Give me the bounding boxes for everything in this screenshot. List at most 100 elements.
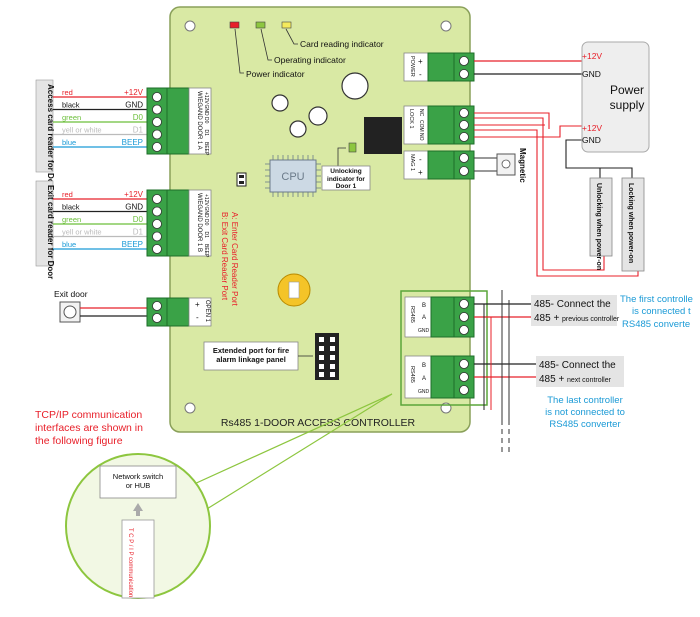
rs485-lower-header	[430, 355, 455, 399]
pin-reader_in-1: GND	[203, 105, 209, 117]
network-switch-box	[99, 465, 177, 499]
wire-color-reader_in-1: black	[62, 101, 80, 110]
wire-signal-reader_out-1: GND	[125, 203, 143, 212]
lock-port-label: LOCK 1	[408, 109, 414, 129]
mag-terminal	[453, 150, 475, 180]
wire-signal-reader_in-0: +12V	[124, 88, 144, 97]
cpu-chip: CPU	[265, 155, 321, 197]
pin-reader_in-2: D0	[203, 117, 209, 124]
screw-reader_in-0	[152, 92, 162, 102]
controller-title: Rs485 1-DOOR ACCESS CONTROLLER	[221, 417, 416, 429]
port-note-a: A: Enter Card Reader Port	[230, 212, 239, 307]
wire-signal-reader_out-0: +12V	[124, 190, 144, 199]
relay	[364, 117, 402, 154]
magnetic-label: Magnetic	[518, 148, 527, 183]
rs485-upper-pin-a: A	[422, 315, 426, 321]
wire-signal-reader_out-4: BEEP	[122, 240, 143, 249]
exit-door-label: Exit door	[54, 289, 88, 299]
unlock-poweron-label: Unlocking when power-on	[595, 183, 602, 270]
lock-pin-com: COM	[418, 120, 424, 132]
psu-title-1: Power	[610, 83, 644, 97]
access-reader-side-label: Access card reader for Door	[46, 84, 55, 192]
rs485-next-line1: 485- Connect the	[539, 360, 616, 371]
unlock-poweron-box	[589, 177, 613, 257]
fire-alarm-note: Extended port for fire alarm linkage pan…	[212, 346, 290, 364]
tcp-cable	[121, 519, 155, 599]
first-note-2: is connected t	[632, 306, 691, 317]
wire-signal-reader_out-2: D0	[133, 215, 144, 224]
exit-pin-minus: -	[196, 313, 199, 322]
fire-alarm-header	[315, 333, 339, 380]
port-note-b: B: Exit Card Reader Port	[220, 212, 229, 301]
access-reader-screws	[152, 92, 162, 152]
screw-reader_in-1	[152, 104, 162, 115]
exit-button-header	[166, 297, 190, 327]
operating-led	[255, 21, 266, 29]
rs485-upper-label-box	[404, 296, 432, 338]
rs485-lower-pin-a: A	[422, 376, 426, 382]
pin-reader_out-1: GND	[203, 207, 209, 219]
screw-reader_out-4	[152, 244, 162, 254]
screw-reader_out-2	[152, 219, 162, 229]
jumper	[236, 172, 247, 187]
unlock-indicator-label: Unlocking indicator for Door 1	[327, 168, 365, 190]
card-led	[281, 21, 292, 29]
wire-color-reader_out-0: red	[62, 190, 73, 199]
lock-port-label-box	[403, 105, 429, 145]
pin-reader_in-0: +12V	[203, 92, 209, 104]
unlock-led	[348, 142, 357, 153]
pin-reader_out-0: +12V	[203, 194, 209, 206]
fire-alarm-note-box	[203, 341, 299, 371]
psu-bot-pos: +12V	[582, 123, 602, 133]
rs485-upper-pin-b: B	[422, 303, 426, 309]
rs485-prev-line2: 485 +	[534, 313, 559, 324]
pin-reader_out-2: D0	[203, 219, 209, 226]
rs485-next-line2b: next controller	[567, 377, 612, 384]
unlock-indicator-box	[321, 165, 371, 191]
power-port-label: POWER	[409, 56, 415, 77]
rs485-lower-label: RS485	[409, 366, 415, 383]
power-pin-minus: -	[419, 70, 422, 79]
mag-port-label: MAG 1	[409, 154, 415, 171]
rs485-upper-label: RS485	[409, 306, 415, 323]
psu-top-gnd: GND	[582, 69, 601, 79]
power-indicator-label: Power indicator	[246, 69, 305, 79]
screw-reader_out-0	[152, 194, 162, 204]
last-note-3: RS485 converter	[549, 419, 620, 430]
exit-reader-side-label: Exit card reader for Door	[46, 185, 55, 279]
psu-bot-gnd: GND	[582, 135, 601, 145]
operating-indicator-label: Operating indicator	[274, 55, 346, 65]
wire-color-reader_out-4: blue	[62, 240, 76, 249]
screw-reader_out-3	[152, 231, 162, 242]
first-note-1: The first controlle	[620, 294, 693, 305]
exit-button-port-label-box	[188, 297, 212, 327]
tcp-note-3: the following figure	[35, 435, 123, 447]
access-reader-port-label-box	[188, 87, 212, 155]
pin-reader_in-3: D1	[203, 130, 209, 137]
led-group	[229, 21, 298, 74]
screw-reader_out-1	[152, 206, 162, 217]
exit-reader-port-label-box	[188, 189, 212, 257]
access-reader-port-label: WIEGAND DOOR 1 A	[196, 91, 202, 150]
rs485-upper-pin-gnd: GND	[418, 328, 430, 334]
access-reader-side-box	[35, 79, 54, 173]
wire-color-reader_in-4: blue	[62, 138, 76, 147]
wire-signal-reader_in-2: D0	[133, 113, 144, 122]
wire-color-reader_in-0: red	[62, 88, 73, 97]
psu-title-2: supply	[610, 98, 645, 112]
card-indicator-label: Card reading indicator	[300, 39, 384, 49]
lock-poweron-box	[621, 177, 645, 272]
backup-battery	[277, 273, 311, 307]
power-terminal	[453, 52, 475, 82]
wire-color-reader_out-2: green	[62, 215, 81, 224]
power-supply-box	[581, 41, 650, 153]
wire-color-reader_out-1: black	[62, 203, 80, 212]
rs485-lower-pin-gnd: GND	[418, 389, 430, 395]
wire-color-reader_out-3: yell or white	[62, 228, 102, 237]
mag-port-label-box	[403, 150, 429, 180]
rs485-lower-pin-b: B	[422, 363, 426, 369]
